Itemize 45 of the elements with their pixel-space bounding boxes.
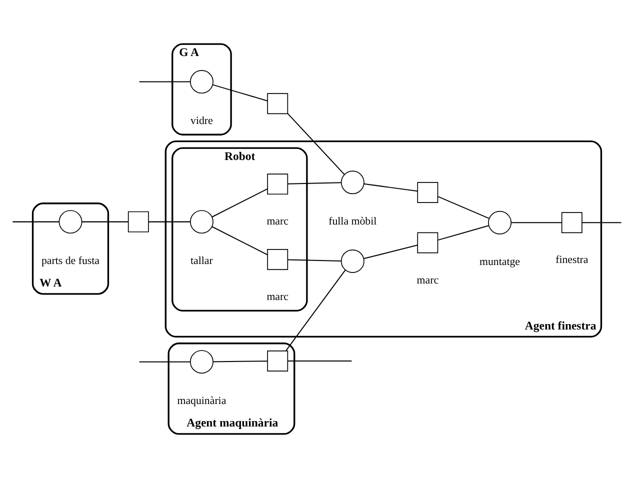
connector <box>438 224 489 240</box>
node-circle <box>190 70 214 94</box>
node-label: muntatge <box>480 255 520 268</box>
node-circle <box>340 248 364 272</box>
connector <box>364 244 418 259</box>
connector <box>212 84 268 101</box>
node-box <box>267 248 288 270</box>
node-box <box>128 210 149 232</box>
connector <box>288 258 342 261</box>
connector <box>212 226 268 255</box>
node-label: fulla mòbil <box>328 215 377 228</box>
node-label: maquinària <box>177 394 226 407</box>
connector <box>139 80 190 82</box>
node-label: marc <box>266 215 288 228</box>
node-label: finestra <box>556 254 588 266</box>
connector <box>582 222 622 223</box>
node-box <box>417 232 438 253</box>
connector <box>511 222 562 223</box>
connector <box>286 269 346 350</box>
connector <box>148 220 190 222</box>
connector <box>287 112 345 174</box>
node-label: tallar <box>190 254 213 267</box>
node-label: vidre <box>190 114 213 127</box>
node-box <box>267 92 288 114</box>
node-box <box>561 212 582 233</box>
node-box <box>267 350 288 371</box>
connector <box>213 360 268 362</box>
connector <box>438 196 490 218</box>
connector <box>212 188 268 217</box>
node-circle <box>190 350 214 374</box>
connector <box>139 360 190 362</box>
node-circle <box>58 210 82 234</box>
node-label: marc <box>416 274 439 286</box>
connector <box>288 360 352 361</box>
node-circle <box>340 170 364 194</box>
node-label: parts de fusta <box>42 254 100 267</box>
node-circle <box>190 210 214 234</box>
connector <box>364 182 418 192</box>
node-label: marc <box>266 290 288 303</box>
connector <box>288 182 342 184</box>
node-circle <box>488 210 512 234</box>
node-box <box>267 173 288 194</box>
connector <box>82 220 128 222</box>
connector <box>12 220 59 222</box>
node-box <box>417 181 438 202</box>
